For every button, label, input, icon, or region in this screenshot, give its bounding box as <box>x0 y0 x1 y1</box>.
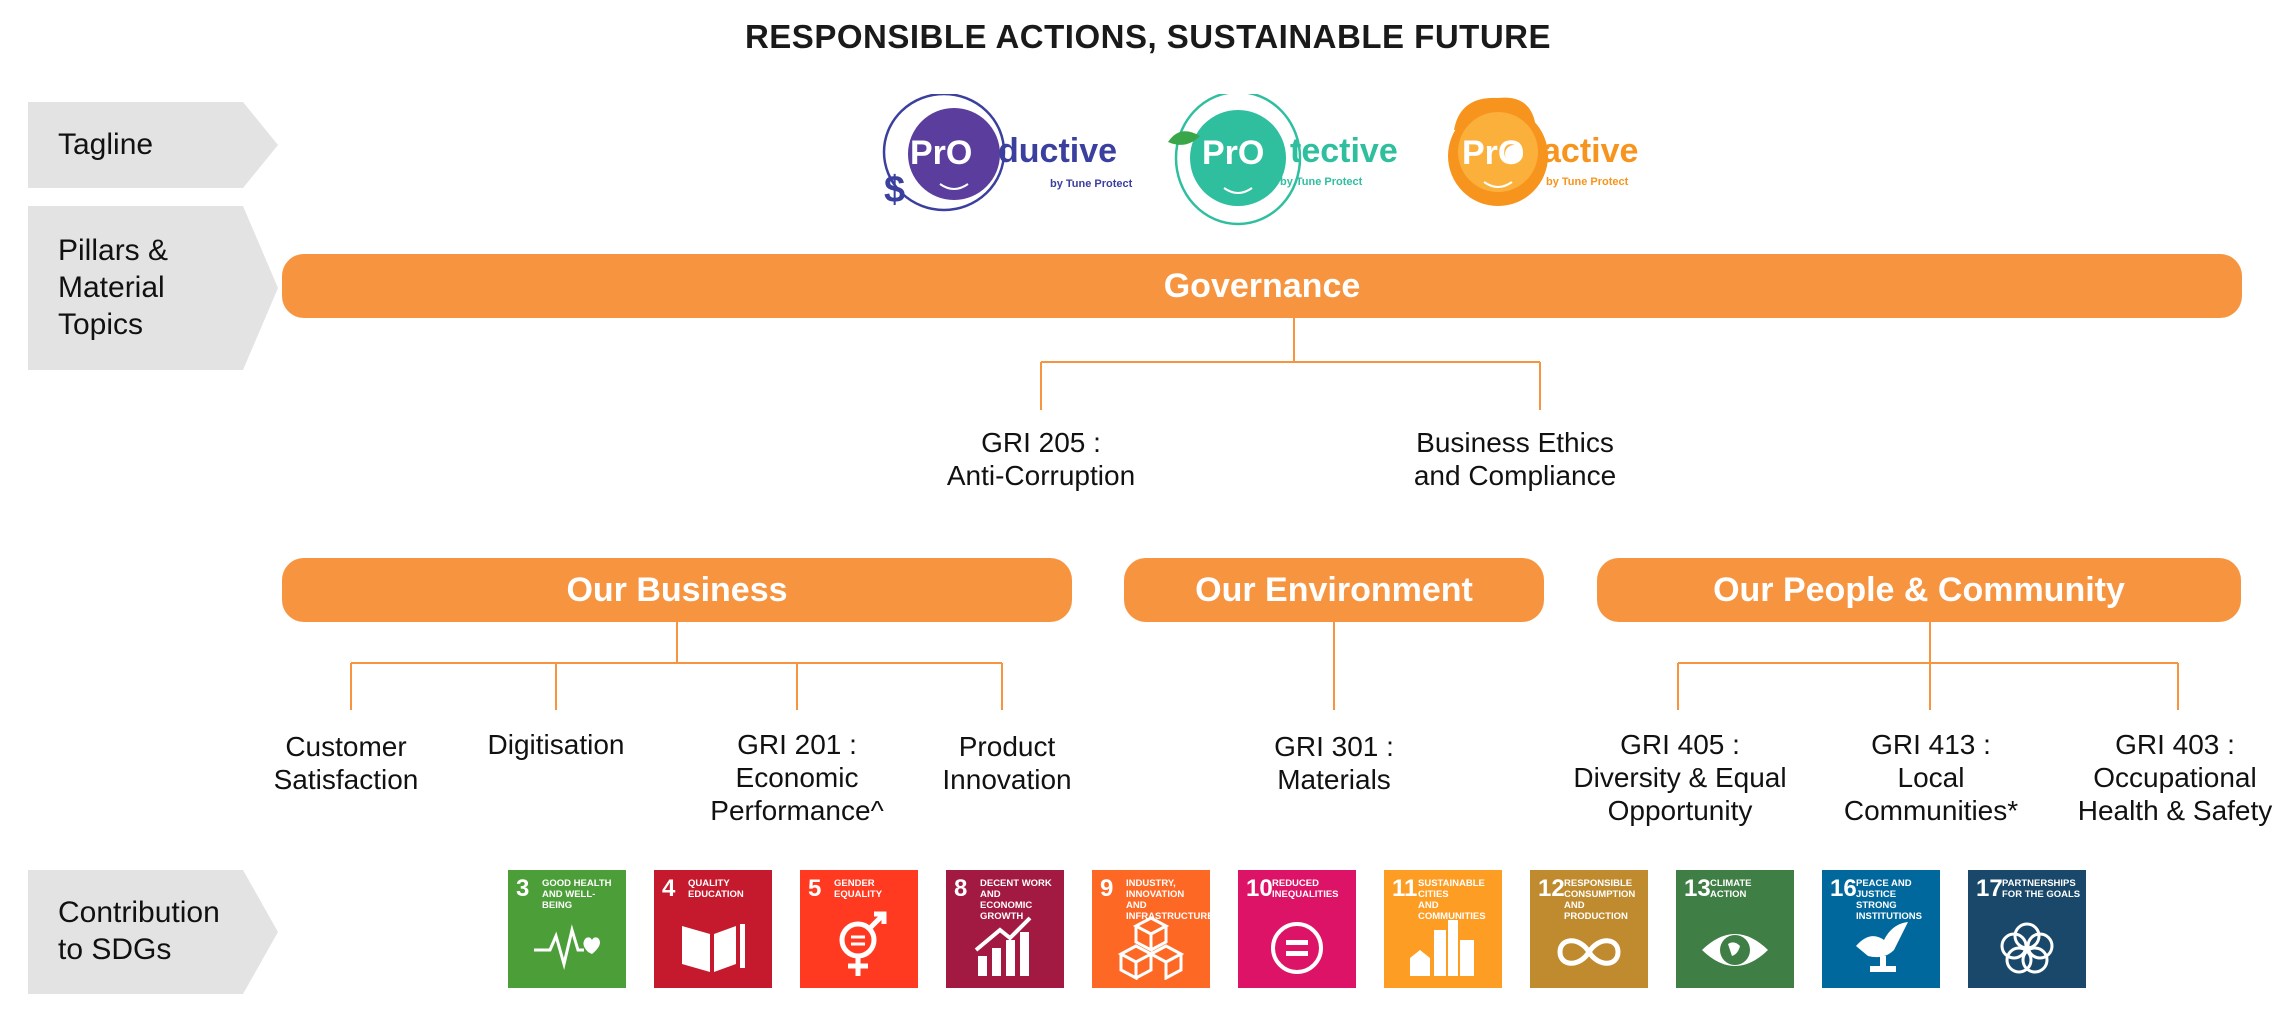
topic-local-communities: GRI 413 : Local Communities* <box>1843 729 2019 826</box>
sdg-11-tile: 11 SUSTAINABLE CITIES AND COMMUNITIES <box>1384 870 1502 988</box>
topic-product-innovation: Product Innovation <box>942 731 1072 795</box>
proactive-face-icon <box>1448 97 1548 206</box>
sdg-13-tile: 13 CLIMATE ACTION <box>1676 870 1794 988</box>
sdg-9-number: 9 <box>1100 875 1114 902</box>
topic-economic-performance: GRI 201 : Economic Performance^ <box>710 729 884 826</box>
topic-diversity: GRI 405 : Diversity & Equal Opportunity <box>1573 729 1787 826</box>
productive-face-icon: $ <box>882 92 1006 212</box>
sdg-17-number: 17 <box>1976 875 2003 902</box>
sdg-10-number: 10 <box>1246 875 1273 902</box>
sdg-12-tile: 12 RESPONSIBLE CONSUMPTION AND PRODUCTIO… <box>1530 870 1648 988</box>
dove-icon <box>1856 922 1908 972</box>
productive-badge: PrO <box>910 134 973 172</box>
sdg-10-tile: 10 REDUCED INEQUALITIES <box>1238 870 1356 988</box>
sdg-5-tile: 5 GENDER EQUALITY <box>800 870 918 988</box>
sdg-16-tile: 16 PEACE AND JUSTICE STRONG INSTITUTIONS <box>1822 870 1940 988</box>
sdg-11-number: 11 <box>1392 875 1418 902</box>
equal-icon <box>1271 922 1323 974</box>
logo-proactive: PrO active by Tune Protect <box>1440 90 1680 210</box>
protective-word: tective <box>1290 132 1398 170</box>
governance-connector <box>1040 318 1541 410</box>
city-icon <box>1410 920 1474 976</box>
sdg-16-label: PEACE AND JUSTICE STRONG INSTITUTIONS <box>1856 878 1922 922</box>
sdg-17-tile: 17 PARTNERSHIPS FOR THE GOALS <box>1968 870 2086 988</box>
sdg-12-number: 12 <box>1538 875 1565 902</box>
rings-icon <box>2000 922 2054 974</box>
row-label-sdgs: Contribution to SDGs <box>28 870 278 994</box>
sdg-5-number: 5 <box>808 875 822 902</box>
sdg-3-label: GOOD HEALTH AND WELL-BEING <box>542 878 612 911</box>
proactive-by: by Tune Protect <box>1546 176 1629 188</box>
sdg-17-label: PARTNERSHIPS FOR THE GOALS <box>2002 878 2081 900</box>
pillar-our-business: Our Business <box>282 558 1072 622</box>
sdg-5-label: GENDER EQUALITY <box>834 878 883 900</box>
topic-occupational-health: GRI 403 : Occupational Health & Safety <box>2077 729 2273 826</box>
row-label-pillars-text: Pillars & Material Topics <box>58 234 169 341</box>
eye-globe-icon <box>1702 934 1768 966</box>
row-label-tagline-text: Tagline <box>58 128 154 161</box>
row-label-sdgs-text: Contribution to SDGs <box>58 896 220 966</box>
row-label-tagline: Tagline <box>28 102 278 188</box>
sdg-16-number: 16 <box>1830 875 1857 902</box>
sdg-4-label: QUALITY EDUCATION <box>688 878 744 900</box>
topic-customer-satisfaction: Customer Satisfaction <box>273 731 419 795</box>
row-label-pillars: Pillars & Material Topics <box>28 206 278 370</box>
protective-face-icon <box>1168 90 1302 226</box>
productive-by: by Tune Protect <box>1050 178 1133 190</box>
sdg-12-label: RESPONSIBLE CONSUMPTION AND PRODUCTION <box>1564 878 1636 922</box>
sdg-4-number: 4 <box>662 875 676 902</box>
leaf-icon <box>1168 131 1200 145</box>
infinity-icon <box>1557 938 1621 966</box>
governance-topic-business-ethics: Business Ethics and Compliance <box>1413 427 1617 491</box>
people-connector <box>1677 622 2179 710</box>
heartbeat-icon <box>534 924 600 970</box>
sdg-4-tile: 4 QUALITY EDUCATION <box>654 870 772 988</box>
sdg-3-number: 3 <box>516 875 530 902</box>
sdg-11-label: SUSTAINABLE CITIES AND COMMUNITIES <box>1418 878 1486 922</box>
topic-digitisation: Digitisation <box>487 729 625 760</box>
person-icon <box>1505 145 1523 163</box>
logo-productive: $ PrO ductive by Tune Protect <box>872 92 1142 214</box>
sdg-9-label: INDUSTRY, INNOVATION AND INFRASTRUCTURE <box>1126 878 1214 922</box>
sdg-3-tile: 3 GOOD HEALTH AND WELL-BEING <box>508 870 626 988</box>
dollar-icon: $ <box>884 169 905 211</box>
sdg-8-label: DECENT WORK AND ECONOMIC GROWTH <box>980 878 1052 922</box>
growth-chart-icon <box>974 916 1032 976</box>
proactive-word: active <box>1542 132 1639 170</box>
sdg-13-label: CLIMATE ACTION <box>1710 878 1752 900</box>
pillar-our-people-community: Our People & Community <box>1597 558 2241 622</box>
sdg-8-tile: 8 DECENT WORK AND ECONOMIC GROWTH <box>946 870 1064 988</box>
governance-topic-anti-corruption: GRI 205 : Anti-Corruption <box>946 427 1136 491</box>
cubes-icon <box>1117 916 1185 980</box>
sdg-9-tile: 9 INDUSTRY, INNOVATION AND INFRASTRUCTUR… <box>1092 870 1214 988</box>
proactive-badge: PrO <box>1462 134 1525 172</box>
governance-bar: Governance <box>282 254 2242 318</box>
business-connector <box>350 622 1003 710</box>
productive-word: ductive <box>998 132 1118 170</box>
protective-by: by Tune Protect <box>1280 176 1363 188</box>
gender-icon <box>839 911 887 976</box>
page-title: RESPONSIBLE ACTIONS, SUSTAINABLE FUTURE <box>744 18 1552 55</box>
sdg-10-label: REDUCED INEQUALITIES <box>1272 878 1339 900</box>
pillar-our-environment: Our Environment <box>1124 558 1544 622</box>
sdg-8-number: 8 <box>954 875 968 902</box>
topic-materials: GRI 301 : Materials <box>1274 731 1394 795</box>
protective-badge: PrO <box>1202 134 1265 172</box>
logo-protective: PrO tective by Tune Protect <box>1160 90 1420 229</box>
book-icon <box>682 924 745 972</box>
sdg-13-number: 13 <box>1684 875 1711 902</box>
